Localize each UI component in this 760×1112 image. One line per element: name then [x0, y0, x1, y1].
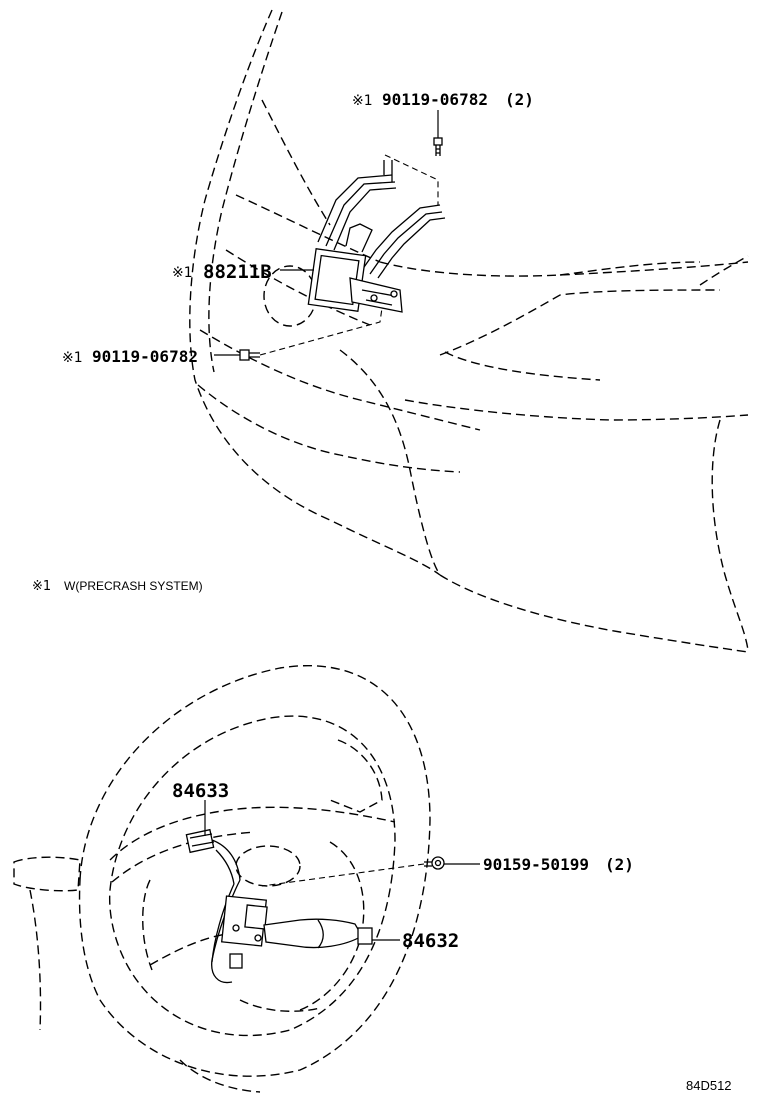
- bolt-top-quantity: (2): [505, 90, 534, 109]
- steering-switch-right: [211, 879, 373, 984]
- bolt-left-mark: ※1: [62, 350, 83, 366]
- screw-icon: [424, 856, 445, 870]
- bolt-icon-top: [433, 137, 443, 156]
- install-line-left: [259, 307, 383, 356]
- steering-wheel-outline: [13, 665, 431, 1093]
- steering-switch-left: [185, 828, 241, 885]
- radar-sensor-assembly: [307, 160, 446, 313]
- sensor-part-number: 88211B: [203, 261, 272, 283]
- screw-quantity: (2): [605, 855, 634, 874]
- bolt-top-mark: ※1: [352, 93, 373, 109]
- footnote-mark: ※1: [32, 579, 51, 594]
- screw-part-number: 90159-50199: [483, 855, 589, 874]
- switch-left-part-number: 84633: [172, 780, 229, 802]
- sensor-mark: ※1: [172, 265, 193, 281]
- figure-code: 84D512: [686, 1078, 732, 1093]
- install-line-screw: [261, 863, 425, 887]
- bolt-top-part-number: 90119-06782: [382, 90, 488, 109]
- footnote-text: W(PRECRASH SYSTEM): [64, 579, 203, 593]
- install-line-top: [384, 154, 439, 205]
- switch-right-part-number: 84632: [402, 930, 459, 952]
- bolt-left-part-number: 90119-06782: [92, 347, 198, 366]
